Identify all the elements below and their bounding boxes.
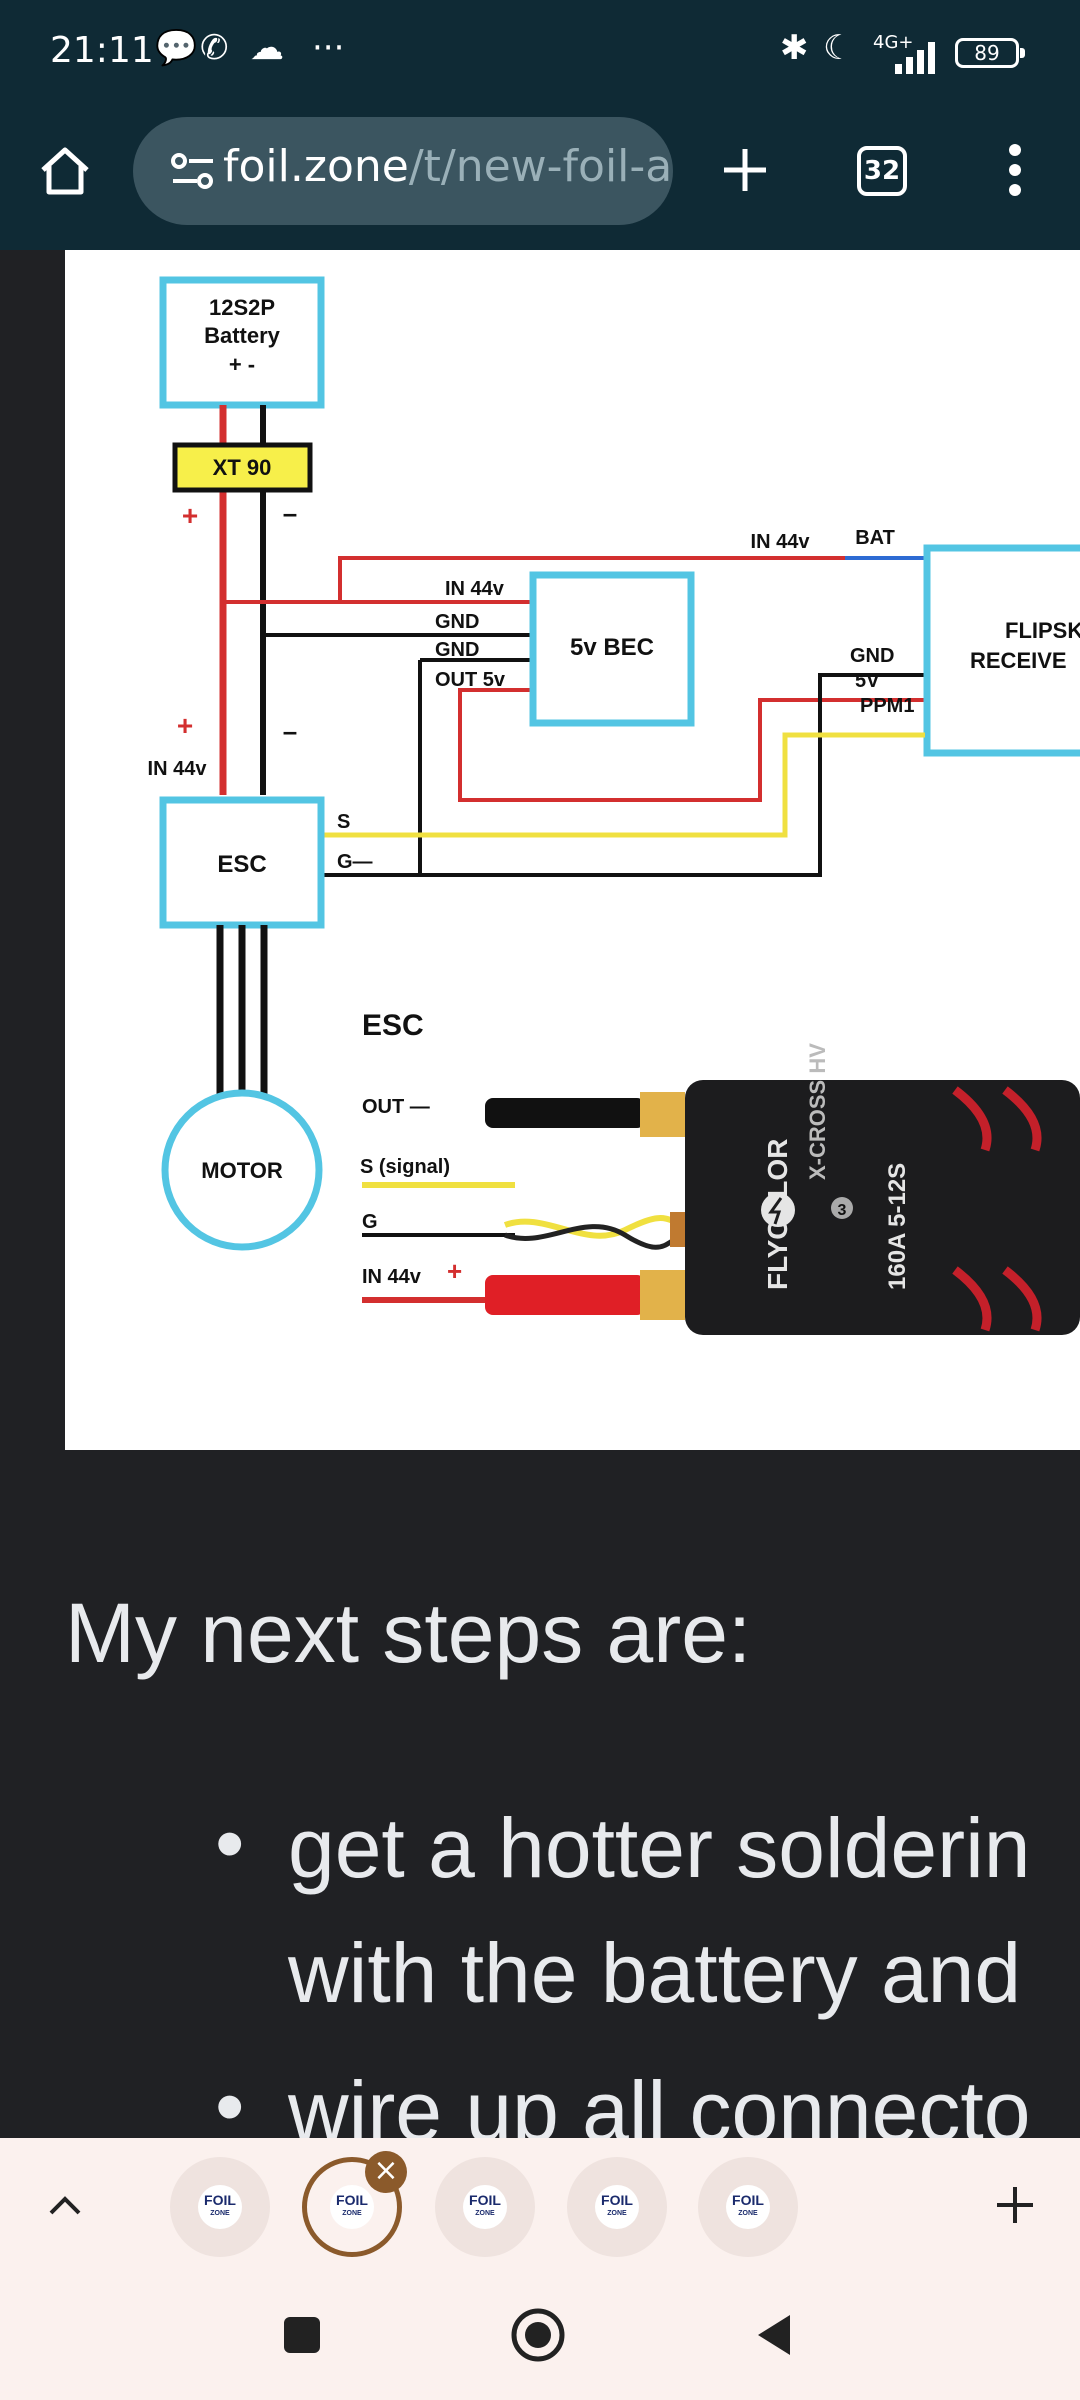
add-tab-button[interactable] xyxy=(990,2180,1040,2230)
bullet-text-2: with the battery and xyxy=(288,1926,1022,2020)
minus-mark-2: – xyxy=(283,716,297,746)
article-heading: My next steps are: xyxy=(65,1586,752,1680)
bec-label: 5v BEC xyxy=(570,634,654,661)
rx-5v-label: 5V xyxy=(855,670,880,692)
more-vert-icon xyxy=(1009,144,1021,196)
battery-icon: 89 xyxy=(955,38,1025,68)
bullet-dot: • xyxy=(215,1796,245,1890)
esc-signal-label: S (signal) xyxy=(360,1156,450,1178)
close-tab-icon[interactable]: × xyxy=(365,2151,407,2193)
esc-spec-label: 160A 5-12S xyxy=(884,1163,911,1290)
home-nav-button[interactable] xyxy=(510,2307,566,2363)
status-bar: 21:11 💬 ✆ ☁ ··· ✱ ☾ 4G+ 89 xyxy=(0,0,1080,108)
bullet-text-1: get a hotter solderin xyxy=(288,1801,1031,1895)
bullet-dot: • xyxy=(215,2059,245,2153)
plus-icon xyxy=(997,2187,1033,2223)
circle-icon xyxy=(511,2308,565,2362)
esc-box xyxy=(159,796,325,929)
back-button[interactable] xyxy=(752,2313,796,2357)
esc-in-label: IN 44v xyxy=(362,1266,422,1288)
status-time: 21:11 xyxy=(50,30,154,71)
home-button[interactable] xyxy=(30,140,100,200)
plus-mark-1: + xyxy=(182,500,198,531)
bat-label: BAT xyxy=(855,527,895,549)
bec-gnd2-label: GND xyxy=(435,639,479,661)
battery-label-2: Battery xyxy=(204,323,281,348)
rx-ppm-label: PPM1 xyxy=(860,695,914,717)
in44v-left-label: IN 44v xyxy=(148,758,208,780)
esc-model-label: X-CROSS HV xyxy=(805,1043,830,1180)
receiver-box xyxy=(923,544,1080,757)
receiver-label-2: RECEIVE xyxy=(970,648,1067,673)
minus-mark-1: – xyxy=(283,498,297,528)
url-host: foil.zone xyxy=(223,141,409,192)
esc-out-label: OUT — xyxy=(362,1096,430,1118)
dnd-moon-icon: ☾ xyxy=(823,28,854,68)
square-icon xyxy=(284,2317,320,2353)
battery-label-1: 12S2P xyxy=(209,295,275,320)
collapse-tabs-button[interactable] xyxy=(40,2180,90,2230)
site-settings-icon[interactable] xyxy=(171,151,215,191)
xt90-label: XT 90 xyxy=(213,455,272,480)
motor-circle xyxy=(161,1089,323,1251)
xt90-connector xyxy=(172,442,313,493)
home-icon xyxy=(41,147,89,195)
esc-ground-label: G xyxy=(362,1211,378,1233)
esc-label: ESC xyxy=(217,851,266,878)
in44v-top-label: IN 44v xyxy=(751,531,811,553)
receiver-label-1: FLIPSKY xyxy=(1005,618,1080,643)
recents-button[interactable] xyxy=(282,2315,322,2355)
bluetooth-icon: ✱ xyxy=(780,28,809,68)
chevron-up-icon xyxy=(49,2196,81,2215)
whatsapp-icon: ✆ xyxy=(200,28,229,68)
cloud-icon: ☁ xyxy=(250,28,284,68)
plus-mark-2: + xyxy=(177,710,193,741)
wiring-diagram-image: 12S2P Battery + - XT 90 + – + – IN 44v I… xyxy=(65,250,1080,1450)
bec-gnd1-label: GND xyxy=(435,611,479,633)
rx-gnd-label: GND xyxy=(850,645,894,667)
back-triangle-icon xyxy=(758,2315,790,2355)
chat-notification-icon: 💬 xyxy=(155,28,198,68)
bec-in-label: IN 44v xyxy=(445,578,505,600)
bec-out-label: OUT 5v xyxy=(435,669,506,691)
esc-ver-label: 3 xyxy=(838,1202,847,1219)
battery-box xyxy=(159,276,325,409)
tab-switcher-button[interactable]: 32 xyxy=(857,146,907,196)
esc-in-plus: + xyxy=(447,1256,462,1286)
esc-title-label: ESC xyxy=(362,1009,424,1042)
signal-icon xyxy=(895,42,935,74)
motor-label: MOTOR xyxy=(201,1158,283,1183)
esc-s-label: S xyxy=(337,811,350,833)
url-path: /t/new-foil-as xyxy=(408,141,673,192)
plus-icon xyxy=(724,149,766,191)
tab-strip xyxy=(0,2138,1080,2268)
wiring-diagram: 12S2P Battery + - XT 90 + – + – IN 44v I… xyxy=(148,276,1080,1335)
address-bar[interactable]: foil.zone/t/new-foil-as xyxy=(133,117,673,225)
menu-button[interactable] xyxy=(995,140,1035,200)
bec-box xyxy=(529,571,695,727)
esc-g-label: G— xyxy=(337,851,373,873)
battery-terminals: + - xyxy=(229,352,255,377)
network-type: 4G+ xyxy=(873,32,914,53)
url-text[interactable]: foil.zone/t/new-foil-as xyxy=(223,141,673,192)
new-tab-button[interactable] xyxy=(715,140,775,200)
esc-body xyxy=(685,1080,1080,1335)
more-notifications-icon: ··· xyxy=(312,28,345,68)
